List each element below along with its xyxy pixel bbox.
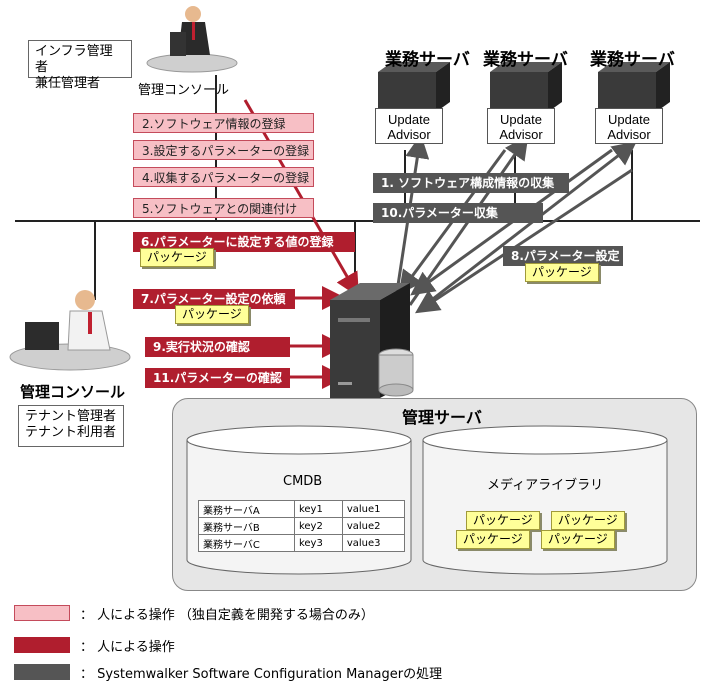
legend-text: ： Systemwalker Software Configuration Ma… bbox=[80, 667, 443, 682]
business-server-title: 業務サーバ bbox=[385, 50, 470, 70]
console-label-top: 管理コンソール bbox=[138, 83, 230, 98]
legend-swatch-pink bbox=[14, 605, 70, 621]
package-note: パッケージ bbox=[175, 305, 249, 324]
step-5: 5.ソフトウェアとの関連付け bbox=[133, 198, 314, 218]
business-server-icon-1 bbox=[378, 62, 450, 112]
admin-person-icon-top bbox=[146, 6, 238, 73]
business-server-title: 業務サーバ bbox=[590, 50, 675, 70]
management-server-title: 管理サーバ bbox=[402, 408, 482, 427]
legend-text: ： 人による操作 bbox=[80, 640, 175, 655]
step-10: 10.パラメーター収集 bbox=[373, 203, 543, 223]
package-note: パッケージ bbox=[551, 511, 625, 530]
role-label: 兼任管理者 bbox=[35, 76, 101, 91]
legend-text: ： 人による操作 （独自定義を開発する場合のみ） bbox=[80, 608, 374, 623]
business-server-title: 業務サーバ bbox=[483, 50, 568, 70]
package-note: パッケージ bbox=[466, 511, 540, 530]
step-11: 11.パラメーターの確認 bbox=[145, 368, 290, 388]
step-8: 8.パラメーター設定 bbox=[503, 246, 623, 266]
role-label: テナント利用者 bbox=[25, 425, 117, 440]
role-label: テナント管理者 bbox=[25, 409, 117, 424]
step-7: 7.パラメーター設定の依頼 bbox=[133, 289, 295, 309]
package-note: パッケージ bbox=[140, 248, 214, 267]
admin-person-icon-bottom bbox=[9, 290, 131, 371]
step-6: 6.パラメーターに設定する値の登録 bbox=[133, 232, 355, 252]
media-library-title: メディアライブラリ bbox=[487, 478, 604, 493]
business-server-icon-3 bbox=[598, 62, 670, 112]
role-label: インフラ管理者 bbox=[35, 44, 113, 75]
step-4: 4.収集するパラメーターの登録 bbox=[133, 167, 314, 187]
console-label-bottom: 管理コンソール bbox=[20, 383, 126, 401]
step-9: 9.実行状況の確認 bbox=[145, 337, 290, 357]
arrow-deploy-3 bbox=[414, 168, 633, 314]
management-server-icon bbox=[330, 283, 414, 398]
package-note: パッケージ bbox=[456, 530, 530, 549]
step-2: 2.ソフトウェア情報の登録 bbox=[133, 113, 314, 133]
legend-swatch-red bbox=[14, 637, 70, 653]
arrow-collect-3 bbox=[424, 141, 637, 307]
step-3: 3.設定するパラメーターの登録 bbox=[133, 140, 314, 160]
legend-swatch-gray bbox=[14, 664, 70, 680]
tenant-role-box: テナント管理者 テナント利用者 bbox=[18, 405, 124, 447]
business-server-icon-2 bbox=[490, 62, 562, 112]
step-1: 1. ソフトウェア構成情報の収集 bbox=[373, 173, 569, 193]
cmdb-title: CMDB bbox=[283, 474, 323, 489]
infra-admin-role-box: インフラ管理者 兼任管理者 bbox=[28, 40, 132, 91]
package-note: パッケージ bbox=[525, 263, 599, 282]
package-note: パッケージ bbox=[541, 530, 615, 549]
